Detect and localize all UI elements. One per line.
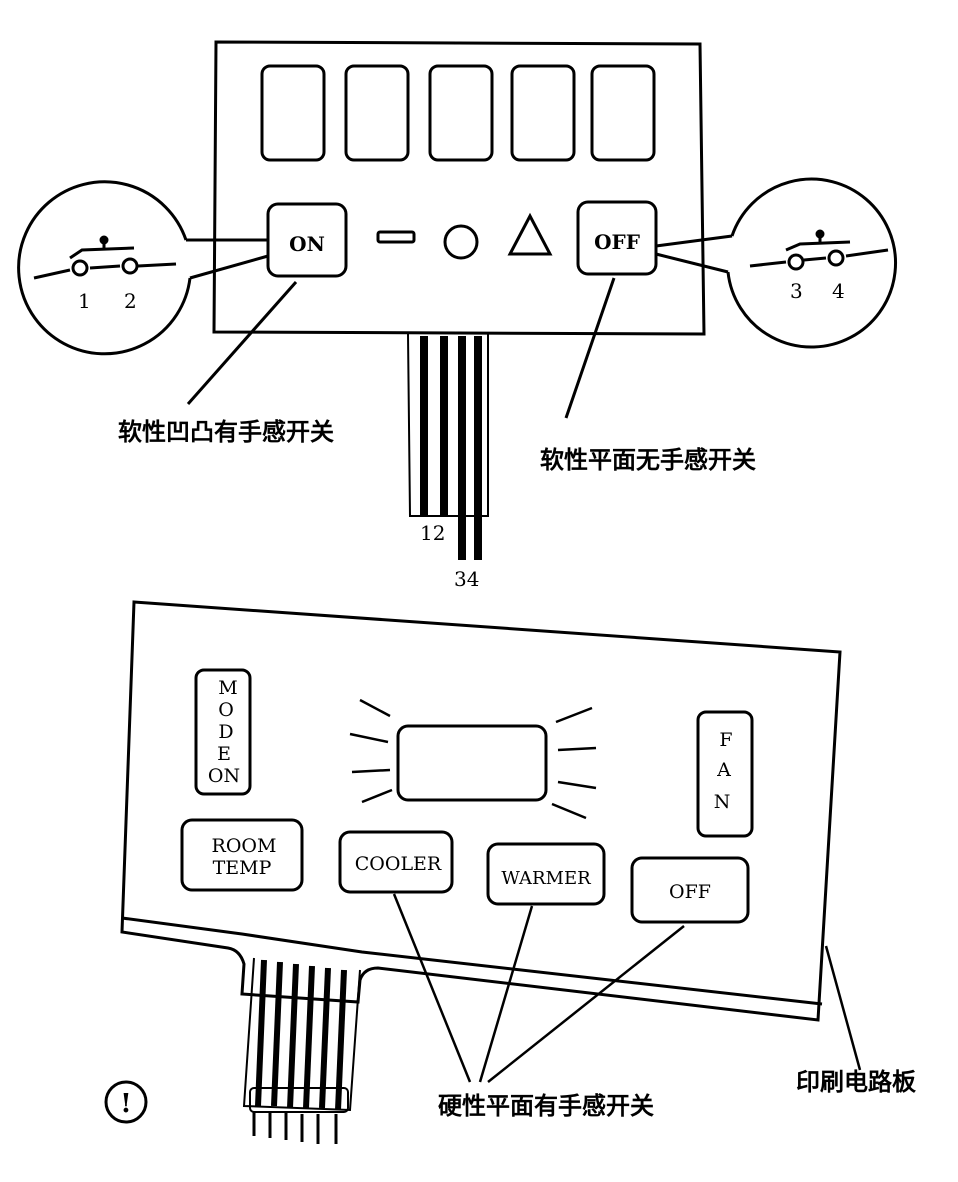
caption-hard-flat: 硬性平面有手感开关 — [438, 1092, 654, 1120]
tail-labels-lower: 34 — [454, 567, 479, 591]
fan-key-outline — [696, 710, 754, 838]
leader-warmer — [478, 905, 534, 1083]
display-glow-rays — [349, 698, 597, 820]
leader-cooler — [392, 893, 472, 1083]
pcb-edge — [121, 916, 823, 1006]
top-on-key-label: ON — [289, 232, 325, 256]
off-key-outline — [576, 200, 658, 276]
fan-key-letter-f: F — [719, 729, 732, 751]
circle-symbol — [443, 224, 479, 260]
right-pin-3: 3 — [790, 279, 803, 303]
mode-key-letter-m: M — [218, 677, 237, 699]
display-window-4 — [510, 64, 576, 162]
mode-key-on: ON — [208, 765, 240, 787]
fan-key-letter-a: A — [716, 759, 731, 781]
right-pin-4: 4 — [832, 279, 845, 303]
top-off-key-label: OFF — [594, 230, 640, 254]
figure-marker: ! — [104, 1080, 148, 1124]
top-panel-body — [212, 40, 706, 336]
display-window-5 — [590, 64, 656, 162]
caption-soft-tactile: 软性凹凸有手感开关 — [118, 418, 334, 446]
room-temp-key-line2: TEMP — [213, 857, 272, 879]
left-callout — [17, 180, 269, 356]
left-switch-contact — [69, 246, 135, 260]
bottom-display-window — [396, 724, 548, 802]
mode-key-letter-o: O — [218, 699, 234, 721]
bottom-membrane-panel — [120, 600, 842, 1022]
left-switch-lead — [33, 268, 71, 280]
cooler-key-label: COOLER — [355, 853, 442, 875]
warmer-key-label: WARMER — [501, 868, 591, 889]
off-key-bottom-outline — [630, 856, 750, 924]
bottom-panel-outline — [120, 600, 842, 1022]
caption-soft-flat: 软性平面无手感开关 — [540, 446, 756, 474]
room-temp-key-line1: ROOM — [212, 835, 277, 857]
caption-pcb: 印刷电路板 — [796, 1068, 917, 1096]
off-key-bottom-label: OFF — [669, 881, 711, 903]
room-temp-key-outline — [180, 818, 304, 892]
tail-labels-upper: 12 — [420, 521, 445, 545]
bottom-ribbon-tail — [242, 957, 361, 1144]
figure-marker-glyph: ! — [120, 1089, 131, 1119]
cooler-key-outline — [338, 830, 454, 894]
triangle-symbol — [507, 212, 553, 256]
fan-key-letter-n: N — [714, 791, 731, 813]
display-window-2 — [344, 64, 410, 162]
dash-symbol — [376, 230, 416, 244]
leader-off — [487, 925, 685, 1083]
mode-key-letter-d: D — [218, 721, 233, 743]
right-callout — [655, 177, 897, 349]
top-ribbon-tail — [407, 333, 489, 560]
left-pin-1: 1 — [78, 289, 91, 313]
leader-pcb — [824, 945, 862, 1071]
right-switch-contact — [785, 240, 851, 252]
top-membrane-panel — [212, 40, 706, 336]
display-window-1 — [260, 64, 326, 162]
leader-off-key — [564, 277, 616, 419]
left-pin-2: 2 — [124, 289, 137, 313]
mode-key-letter-e: E — [217, 743, 231, 765]
display-window-3 — [428, 64, 494, 162]
mode-on-key-outline — [194, 668, 252, 796]
leader-on-key — [186, 281, 298, 405]
warmer-key-outline — [486, 842, 606, 906]
